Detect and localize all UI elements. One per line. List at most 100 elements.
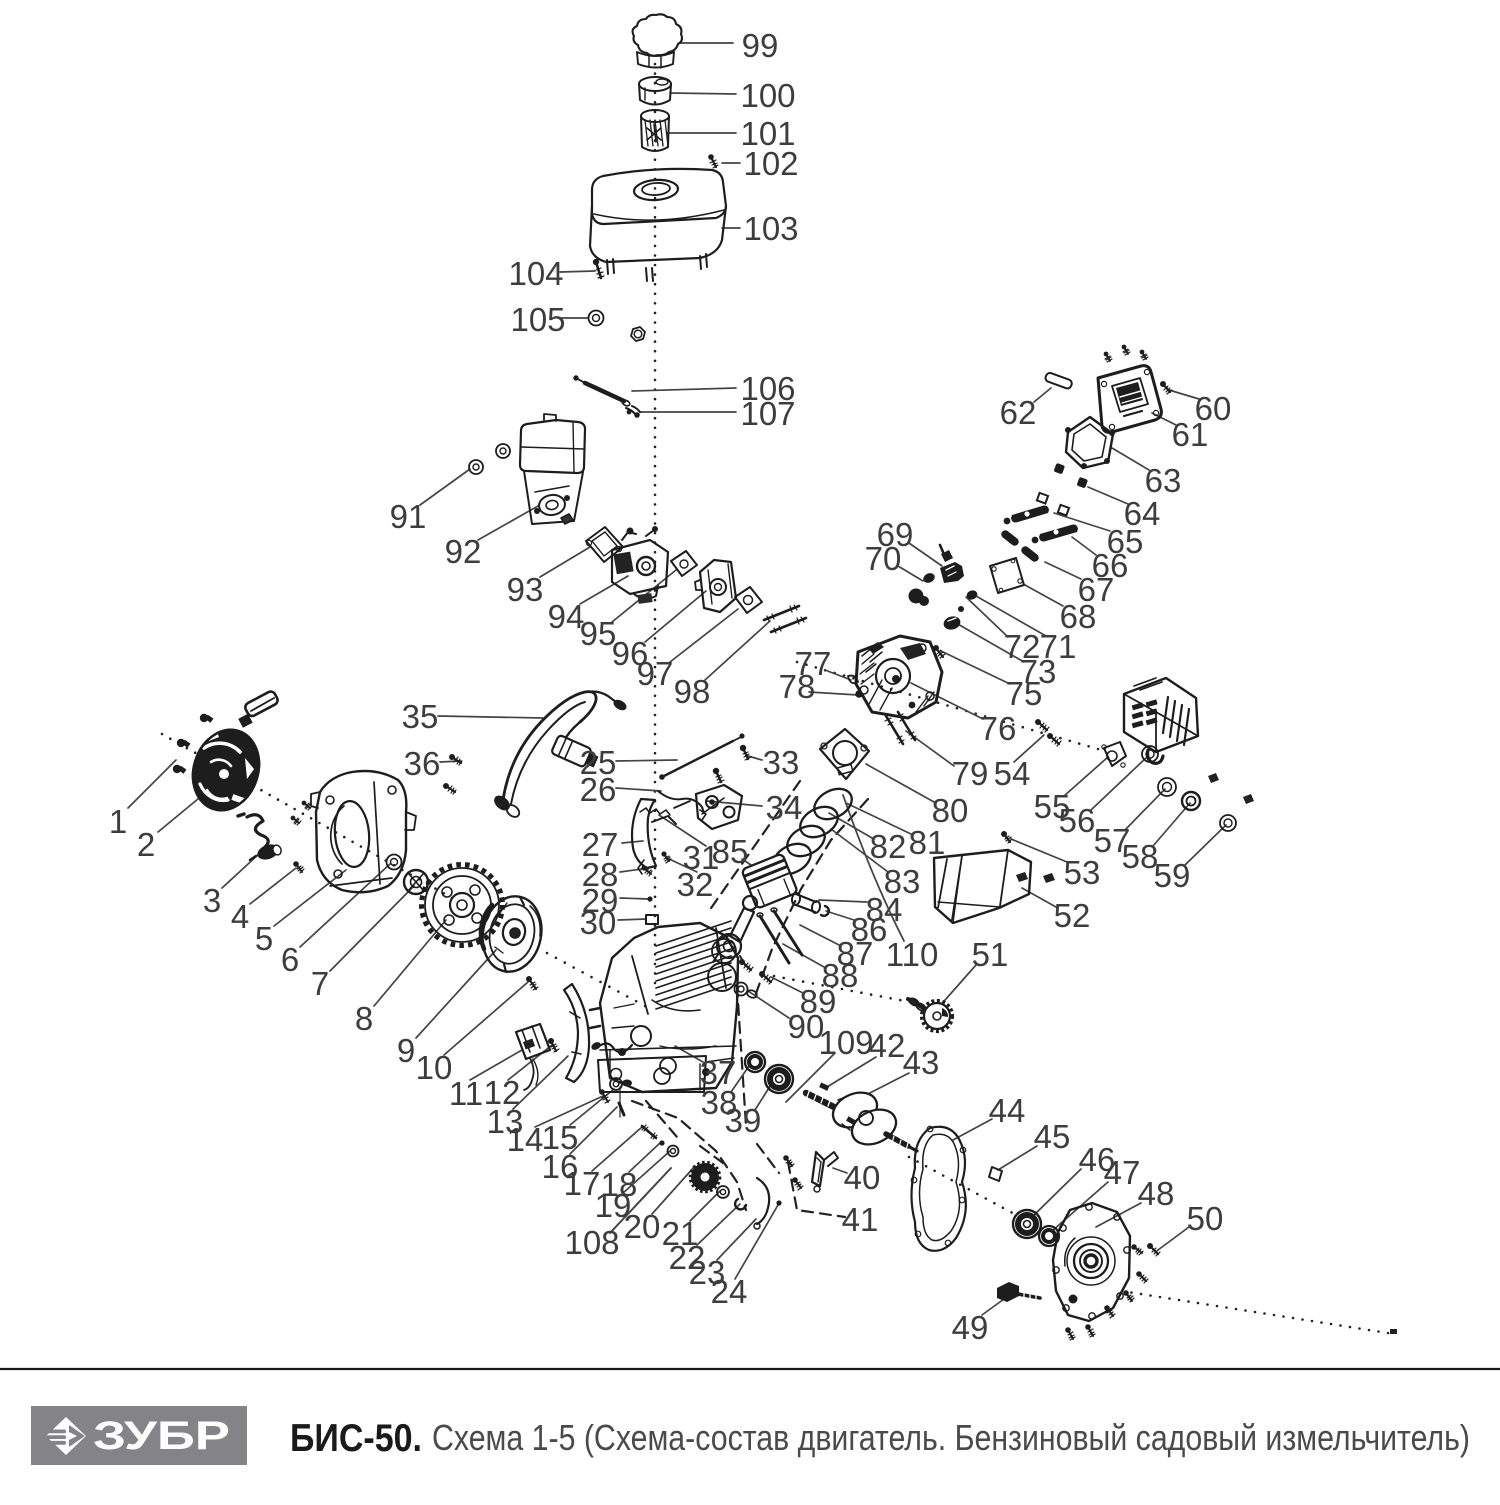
svg-text:13: 13 bbox=[487, 1103, 524, 1140]
svg-text:53: 53 bbox=[1064, 854, 1101, 891]
svg-text:38: 38 bbox=[701, 1084, 738, 1121]
svg-text:104: 104 bbox=[508, 255, 563, 292]
svg-text:9: 9 bbox=[397, 1032, 415, 1069]
svg-text:15: 15 bbox=[542, 1119, 579, 1156]
svg-text:1: 1 bbox=[109, 803, 127, 840]
svg-text:108: 108 bbox=[564, 1224, 619, 1261]
svg-text:77: 77 bbox=[795, 645, 832, 682]
svg-text:52: 52 bbox=[1054, 897, 1091, 934]
svg-text:62: 62 bbox=[1000, 394, 1037, 431]
svg-text:43: 43 bbox=[903, 1044, 940, 1081]
svg-text:31: 31 bbox=[683, 839, 720, 876]
svg-text:64: 64 bbox=[1124, 495, 1161, 532]
svg-text:30: 30 bbox=[580, 904, 617, 941]
svg-text:24: 24 bbox=[711, 1273, 748, 1310]
svg-text:3: 3 bbox=[203, 882, 221, 919]
svg-text:10: 10 bbox=[416, 1049, 453, 1086]
svg-text:89: 89 bbox=[800, 983, 837, 1020]
svg-text:103: 103 bbox=[743, 210, 798, 247]
svg-text:109: 109 bbox=[818, 1024, 873, 1061]
svg-text:91: 91 bbox=[390, 498, 427, 535]
svg-text:48: 48 bbox=[1138, 1175, 1175, 1212]
svg-text:106: 106 bbox=[740, 370, 795, 407]
svg-text:8: 8 bbox=[355, 1000, 373, 1037]
svg-text:22: 22 bbox=[669, 1239, 706, 1276]
svg-text:33: 33 bbox=[763, 744, 800, 781]
svg-text:75: 75 bbox=[1006, 675, 1043, 712]
svg-text:46: 46 bbox=[1079, 1141, 1116, 1178]
svg-text:6: 6 bbox=[281, 941, 299, 978]
svg-text:37: 37 bbox=[700, 1054, 737, 1091]
svg-text:44: 44 bbox=[989, 1092, 1026, 1129]
svg-text:110: 110 bbox=[886, 936, 939, 973]
svg-text:50: 50 bbox=[1187, 1200, 1224, 1237]
svg-text:97: 97 bbox=[637, 655, 674, 692]
svg-text:73: 73 bbox=[1020, 653, 1057, 690]
svg-text:56: 56 bbox=[1059, 802, 1096, 839]
svg-text:101: 101 bbox=[740, 115, 795, 152]
svg-text:18: 18 bbox=[601, 1166, 638, 1203]
svg-text:79: 79 bbox=[952, 755, 989, 792]
svg-text:100: 100 bbox=[740, 77, 795, 114]
svg-text:12: 12 bbox=[484, 1074, 521, 1111]
svg-text:98: 98 bbox=[674, 673, 711, 710]
svg-text:2: 2 bbox=[137, 826, 155, 863]
svg-text:39: 39 bbox=[725, 1102, 762, 1139]
svg-text:51: 51 bbox=[972, 936, 1009, 973]
svg-text:59: 59 bbox=[1154, 857, 1191, 894]
svg-text:7: 7 bbox=[311, 965, 329, 1002]
svg-text:40: 40 bbox=[844, 1159, 881, 1196]
svg-text:25: 25 bbox=[580, 744, 617, 781]
svg-text:70: 70 bbox=[865, 540, 902, 577]
svg-text:83: 83 bbox=[884, 863, 921, 900]
svg-text:29: 29 bbox=[582, 882, 619, 919]
svg-text:107: 107 bbox=[740, 395, 795, 432]
svg-text:ЗУБР: ЗУБР bbox=[93, 1414, 230, 1458]
svg-text:20: 20 bbox=[624, 1208, 661, 1245]
svg-text:80: 80 bbox=[932, 792, 969, 829]
svg-text:69: 69 bbox=[877, 516, 914, 553]
svg-text:42: 42 bbox=[869, 1027, 906, 1064]
svg-text:26: 26 bbox=[580, 771, 617, 808]
svg-text:85: 85 bbox=[712, 833, 749, 870]
svg-text:86: 86 bbox=[851, 911, 888, 948]
svg-text:94: 94 bbox=[548, 598, 585, 635]
svg-text:63: 63 bbox=[1145, 462, 1182, 499]
svg-text:81: 81 bbox=[909, 824, 946, 861]
svg-text:72: 72 bbox=[1004, 628, 1041, 665]
svg-text:90: 90 bbox=[788, 1008, 825, 1045]
svg-text:47: 47 bbox=[1104, 1154, 1141, 1191]
svg-text:16: 16 bbox=[542, 1148, 579, 1185]
svg-text:105: 105 bbox=[510, 301, 565, 338]
svg-text:95: 95 bbox=[580, 615, 617, 652]
svg-text:41: 41 bbox=[842, 1201, 879, 1238]
svg-text:55: 55 bbox=[1034, 788, 1071, 825]
svg-text:28: 28 bbox=[582, 856, 619, 893]
svg-text:27: 27 bbox=[582, 826, 619, 863]
svg-text:57: 57 bbox=[1094, 822, 1131, 859]
svg-text:93: 93 bbox=[507, 571, 544, 608]
svg-text:БИС-50.: БИС-50. bbox=[290, 1417, 422, 1460]
svg-text:35: 35 bbox=[402, 698, 439, 735]
svg-text:76: 76 bbox=[980, 710, 1017, 747]
svg-text:34: 34 bbox=[766, 789, 803, 826]
svg-text:78: 78 bbox=[779, 668, 816, 705]
svg-text:14: 14 bbox=[507, 1121, 544, 1158]
svg-text:68: 68 bbox=[1060, 598, 1097, 635]
svg-text:60: 60 bbox=[1195, 390, 1232, 427]
svg-text:67: 67 bbox=[1078, 571, 1115, 608]
svg-text:65: 65 bbox=[1107, 523, 1144, 560]
svg-text:92: 92 bbox=[445, 533, 482, 570]
svg-text:88: 88 bbox=[822, 957, 859, 994]
svg-text:17: 17 bbox=[564, 1165, 601, 1202]
svg-text:5: 5 bbox=[255, 920, 273, 957]
svg-text:87: 87 bbox=[837, 935, 874, 972]
svg-text:49: 49 bbox=[952, 1309, 989, 1346]
svg-text:61: 61 bbox=[1172, 416, 1209, 453]
svg-text:71: 71 bbox=[1040, 628, 1077, 665]
svg-text:84: 84 bbox=[866, 891, 903, 928]
svg-text:66: 66 bbox=[1092, 547, 1129, 584]
svg-text:102: 102 bbox=[743, 145, 798, 182]
svg-text:32: 32 bbox=[677, 866, 714, 903]
svg-text:82: 82 bbox=[870, 828, 907, 865]
